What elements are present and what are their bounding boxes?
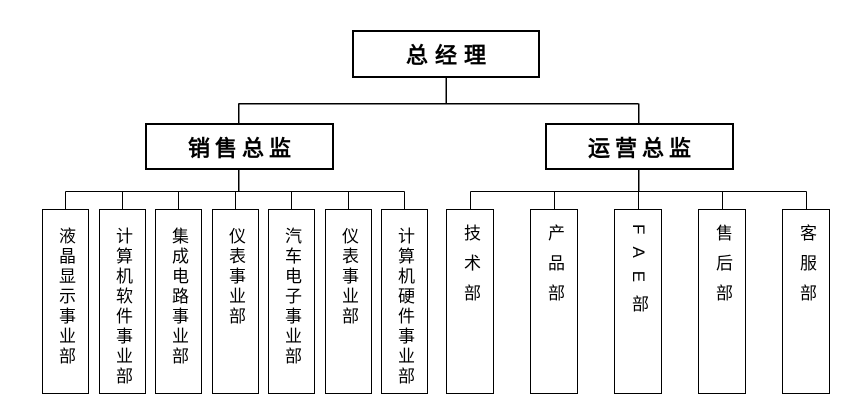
node-dept-computer-software: 计算机软件事业部 [99,209,146,394]
node-operations-director: 运营总监 [545,123,734,170]
node-sales-director: 销售总监 [145,123,334,170]
node-dept-technology: 技术部 [446,209,494,394]
node-dept-automotive-electronics: 汽车电子事业部 [268,209,315,394]
node-dept-customer-service: 客服部 [782,209,830,394]
node-dept-instrument-1: 仪表事业部 [212,209,259,394]
node-dept-lcd-display: 液晶显示事业部 [42,209,89,394]
node-dept-computer-hardware: 计算机硬件事业部 [381,209,428,394]
node-dept-instrument-2: 仪表事业部 [325,209,372,394]
node-dept-integrated-circuit: 集成电路事业部 [155,209,202,394]
node-dept-product: 产品部 [530,209,578,394]
node-dept-fae: FAE部 [614,209,662,394]
node-dept-after-sales: 售后部 [698,209,746,394]
node-general-manager: 总经理 [352,30,540,78]
